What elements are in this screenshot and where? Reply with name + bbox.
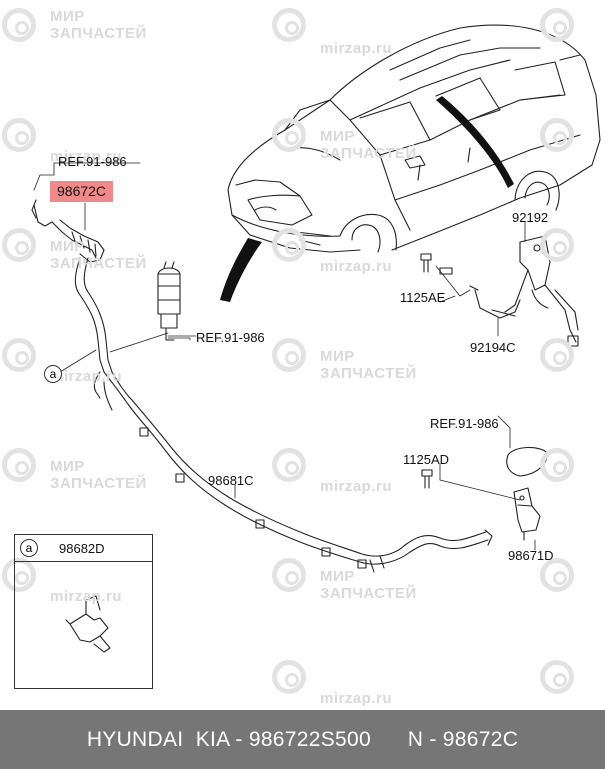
watermark-logo [2, 448, 36, 482]
nozzle-98671d [513, 487, 541, 541]
watermark-brand-line2: ЗАПЧАСТЕЙ [50, 475, 147, 492]
watermark-site: mirzap.ru [50, 588, 123, 605]
inset-detail-box: a 98682D [14, 534, 153, 689]
footer-part-numbers: HYUNDAI KIA - 986722S500 N - 98672C [86, 728, 519, 751]
watermark-logo [540, 338, 574, 372]
watermark-brand-line1: МИР [50, 458, 85, 475]
watermark-site: mirzap.ru [320, 258, 393, 275]
watermark-site: mirzap.ru [320, 40, 393, 57]
callout-marker-a: a [44, 365, 62, 383]
ref-label-top: REF.91-986 [58, 154, 127, 169]
watermark-site: mirzap.ru [320, 690, 393, 707]
watermark-brand-line2: ЗАПЧАСТЕЙ [320, 145, 417, 162]
watermark-logo [540, 558, 574, 592]
inset-marker-a: a [20, 539, 38, 557]
watermark-logo [272, 448, 306, 482]
bolt-1125ae [420, 253, 432, 273]
part-label-98672c-highlighted: 98672C [50, 181, 114, 202]
watermark-logo [272, 8, 306, 42]
pointer-swoosh-front [220, 238, 262, 302]
watermark-logo [540, 660, 574, 694]
part-label-92194c: 92194C [470, 340, 516, 355]
leader-lines [33, 162, 536, 551]
watermark-logo [272, 660, 306, 694]
connector-98682d [65, 595, 111, 653]
part-label-98671d: 98671D [508, 548, 554, 563]
watermark-brand-line1: МИР [320, 348, 355, 365]
watermark-brand-line1: МИР [50, 8, 85, 25]
watermark-logo [540, 228, 574, 262]
watermark-brand-line1: МИР [320, 568, 355, 585]
part-label-92192: 92192 [512, 210, 549, 225]
watermark-logo [540, 8, 574, 42]
watermark-logo [2, 228, 36, 262]
watermark-logo [2, 118, 36, 152]
watermark-brand-line1: МИР [50, 238, 85, 255]
watermark-logo [272, 558, 306, 592]
watermark-logo [272, 228, 306, 262]
watermark-brand-line2: ЗАПЧАСТЕЙ [50, 255, 147, 272]
watermark-brand-line2: ЗАПЧАСТЕЙ [320, 585, 417, 602]
filler-neck-98672c [31, 199, 107, 341]
watermark-logo [272, 338, 306, 372]
bolt-1125ad [421, 469, 433, 489]
watermark-logo [2, 8, 36, 42]
inset-header: a 98682D [15, 535, 152, 562]
watermark-logo [540, 118, 574, 152]
watermark-site: mirzap.ru [320, 478, 393, 495]
watermark-site: mirzap.ru [50, 368, 123, 385]
part-label-98681c: 98681C [208, 473, 254, 488]
watermark-logo [272, 118, 306, 152]
watermark-logo [2, 558, 36, 592]
watermark-logo [540, 448, 574, 482]
watermark-logo [2, 338, 36, 372]
watermark-brand-line2: ЗАПЧАСТЕЙ [50, 25, 147, 42]
washer-pump [157, 261, 181, 341]
watermark-brand-line1: МИР [320, 128, 355, 145]
watermark-site: mirzap.ru [50, 148, 123, 165]
pointer-swoosh-rear [436, 96, 514, 188]
ref-label-right: REF.91-986 [430, 416, 499, 431]
part-label-1125ad: 1125AD [403, 452, 450, 467]
watermark-brand-line2: ЗАПЧАСТЕЙ [320, 365, 417, 382]
footer-bar: HYUNDAI KIA - 986722S500 N - 98672C [0, 710, 605, 769]
part-label-1125ae: 1125AE [400, 290, 446, 305]
inset-part-label: 98682D [59, 541, 105, 556]
ref-label-pump: REF.91-986 [196, 330, 265, 345]
hose-98681c [93, 339, 493, 573]
